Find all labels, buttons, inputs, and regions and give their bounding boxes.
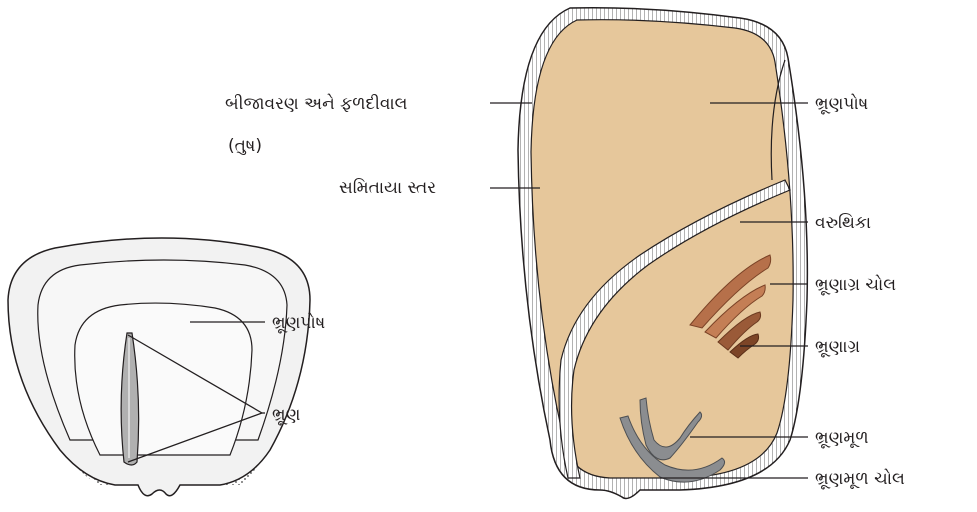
label-coleorhiza: ભ્રૂણમૂળ ચોલ [815,468,905,489]
dicot-seed: ભ્રૂણપોષ ભ્રૂણ [8,238,325,496]
label-husk: (તુષ) [228,136,262,156]
label-radicle: ભ્રૂણમૂળ [815,428,869,448]
label-scutellum: વરુથિકા [815,213,871,233]
label-endosperm: ભ્રૂણપોષ [815,93,868,114]
monocot-seed: બીજાવરણ અને ફળદીવાલ (તુષ) સમિતાયા સ્તર ભ… [225,8,905,499]
label-plumule: ભ્રૂણાગ્ર [815,337,860,357]
label-aleurone-layer: સમિતાયા સ્તર [339,178,436,198]
label-seed-coat-fruit-wall: બીજાવરણ અને ફળદીવાલ [225,93,408,114]
dicot-label-embryo: ભ્રૂણ [272,405,301,425]
dicot-endosperm-region [75,303,252,455]
label-coleoptile: ભ્રૂણાગ્ર ચોલ [815,274,896,295]
dicot-label-endosperm: ભ્રૂણપોષ [272,312,325,333]
